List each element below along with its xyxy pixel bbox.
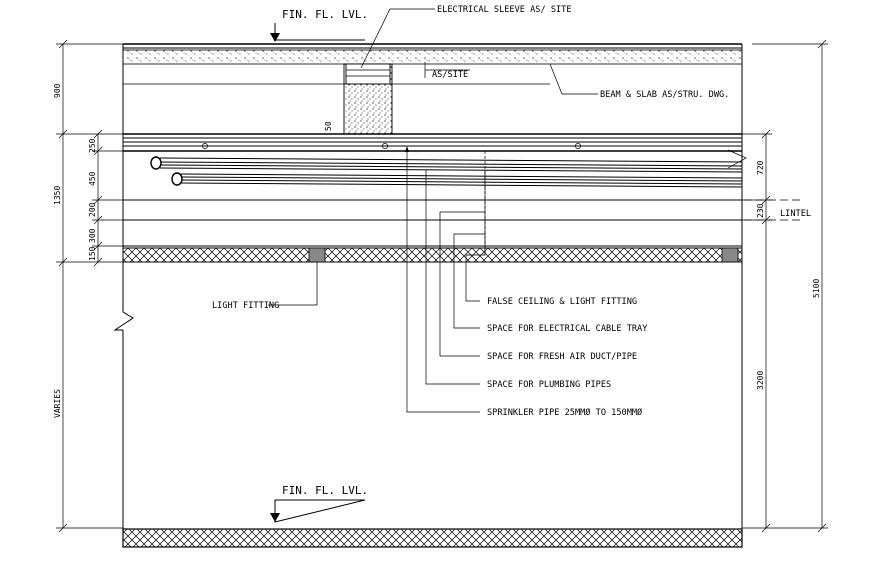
dim-300: 300 <box>88 228 97 243</box>
top-level-label: FIN. FL. LVL. <box>282 8 368 21</box>
dim-5100: 5100 <box>812 279 821 298</box>
electrical-sleeve-label: ELECTRICAL SLEEVE AS/ SITE <box>437 5 572 15</box>
bottom-slab <box>122 528 743 548</box>
dim-50: 50 <box>324 121 333 131</box>
wall-lines <box>113 44 743 530</box>
dim-3200: 3200 <box>756 371 765 390</box>
sprinkler-label: SPRINKLER PIPE 25MMØ TO 150MMØ <box>487 407 643 418</box>
as-site-label: AS/SITE <box>432 70 468 80</box>
beam-slab-leader: BEAM & SLAB AS/STRU. DWG. <box>549 63 729 100</box>
beam <box>343 63 393 135</box>
level-marker-bottom: FIN. FL. LVL. <box>270 484 368 523</box>
lintel-label: LINTEL <box>780 209 811 219</box>
false-ceiling <box>122 247 743 263</box>
pipes <box>150 149 747 188</box>
light-fitting-leader: LIGHT FITTING <box>212 262 318 311</box>
cable-tray-label: SPACE FOR ELECTRICAL CABLE TRAY <box>487 324 648 334</box>
dim-230: 230 <box>756 203 765 218</box>
dim-450: 450 <box>88 171 97 186</box>
right-dimension-chain <box>720 39 828 533</box>
dim-varies: VARIES <box>53 389 62 418</box>
zone-lines <box>123 199 742 247</box>
level-marker-top: FIN. FL. LVL. <box>270 8 368 42</box>
light-fitting-label: LIGHT FITTING <box>212 301 279 311</box>
as-site-dim: AS/SITE <box>424 62 470 80</box>
plumbing-label: SPACE FOR PLUMBING PIPES <box>487 380 611 390</box>
service-band <box>123 133 742 152</box>
dim-150: 150 <box>88 246 97 261</box>
dim-900: 900 <box>53 83 62 98</box>
dim-720: 720 <box>756 160 765 175</box>
bottom-level-label: FIN. FL. LVL. <box>282 484 368 497</box>
dim-250: 250 <box>88 138 97 153</box>
false-ceiling-label: FALSE CEILING & LIGHT FITTING <box>487 297 637 307</box>
beam-slab-label: BEAM & SLAB AS/STRU. DWG. <box>600 90 729 100</box>
fresh-air-label: SPACE FOR FRESH AIR DUCT/PIPE <box>487 352 637 362</box>
left-dimension-chain <box>56 39 123 533</box>
dim-1350: 1350 <box>53 186 62 205</box>
sleeve-leader: ELECTRICAL SLEEVE AS/ SITE <box>360 5 572 69</box>
top-slab <box>122 43 743 65</box>
service-leaders <box>405 146 486 413</box>
dim-200: 200 <box>88 202 97 217</box>
dim-50-marker: 50 <box>317 121 344 135</box>
